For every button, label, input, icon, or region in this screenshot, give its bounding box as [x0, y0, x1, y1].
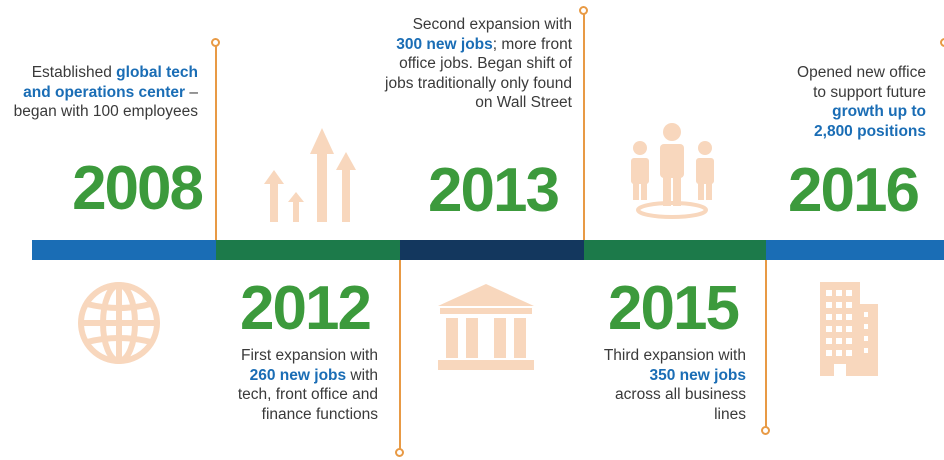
milestone-2016-description: Opened new office to support future grow…: [790, 63, 926, 141]
milestone-2008-desc-text: Established: [31, 64, 117, 81]
milestone-2016-year: 2016: [788, 156, 920, 225]
milestone-2015-desc-text: Third expansion with: [603, 347, 746, 364]
milestone-2013-year: 2013: [428, 156, 560, 225]
milestone-2013-desc-highlight: 300 new jobs: [396, 35, 493, 53]
connector-line-2015: [765, 260, 767, 428]
connector-marker-2013: [579, 6, 588, 15]
timeline-bar-segment-2: [216, 240, 400, 260]
milestone-2013-desc-text: Second expansion with: [412, 16, 572, 33]
milestone-2008-year: 2008: [72, 154, 204, 223]
milestone-2012-desc-text-end: with tech, front office and finance func…: [237, 366, 378, 423]
connector-marker-2012: [395, 448, 404, 457]
people-icon: [631, 123, 714, 219]
timeline-bar-segment-1: [32, 240, 216, 260]
milestone-2008-desc-highlight: global tech and operations center: [23, 64, 198, 101]
office-tower-icon: [820, 282, 878, 376]
milestone-2015-desc-highlight: 350 new jobs: [649, 366, 746, 384]
growth-arrows-icon: [264, 128, 356, 222]
bank-building-icon: [438, 284, 534, 370]
connector-marker-2008: [211, 38, 220, 47]
timeline-bar-segment-4: [584, 240, 766, 260]
milestone-2015-year: 2015: [608, 274, 740, 343]
milestone-2012-description: First expansion with 260 new jobs with t…: [228, 346, 378, 424]
connector-marker-2016: [940, 38, 944, 47]
milestone-2013-description: Second expansion with 300 new jobs; more…: [384, 15, 572, 113]
connector-line-2008: [215, 46, 217, 240]
timeline-bar-segment-3: [400, 240, 584, 260]
milestone-2013-desc-text-end: ; more front office jobs. Began shift of…: [385, 35, 572, 112]
milestone-2012-year: 2012: [240, 274, 372, 343]
connector-marker-2015: [761, 426, 770, 435]
connector-line-2012: [399, 260, 401, 450]
globe-icon: [78, 282, 160, 364]
milestone-2016-desc-text: Opened new office to support future: [797, 64, 926, 101]
milestone-2015-desc-text-end: across all business lines: [615, 386, 746, 423]
milestone-2008-desc-text-end: – began with 100 employees: [13, 83, 198, 121]
milestone-2012-desc-text: First expansion with: [241, 347, 378, 364]
connector-line-2013: [583, 14, 585, 240]
milestone-2008-description: Established global tech and operations c…: [0, 63, 198, 122]
milestone-2012-desc-highlight: 260 new jobs: [249, 366, 347, 384]
timeline-bar-segment-5: [766, 240, 944, 260]
milestone-2016-desc-highlight: growth up to 2,800 positions: [814, 103, 926, 140]
milestone-2015-description: Third expansion with 350 new jobs across…: [600, 346, 746, 424]
